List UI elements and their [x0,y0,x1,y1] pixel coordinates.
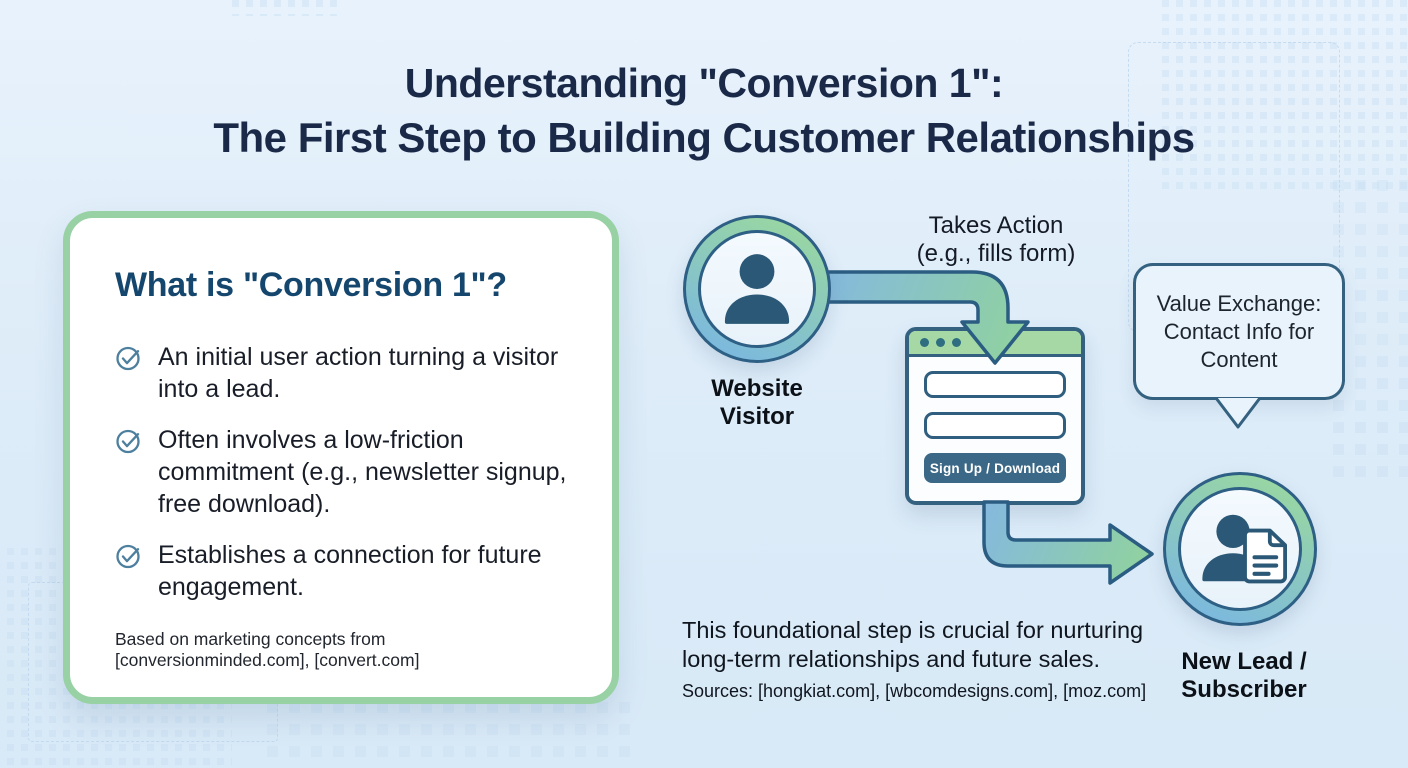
value-exchange-bubble: Value Exchange: Contact Info for Content [1133,263,1345,400]
lead-label-line2: Subscriber [1181,676,1307,703]
card-footnote: Based on marketing concepts from [conver… [115,629,572,671]
list-item: An initial user action turning a visitor… [115,341,572,405]
list-item-text: Often involves a low-friction commitment… [158,426,567,518]
avatar-inner-circle [698,230,816,348]
signup-download-button: Sign Up / Download [924,453,1066,483]
person-icon [724,254,790,324]
check-circle-icon [116,544,140,569]
sources-line: Sources: [hongkiat.com], [wbcomdesigns.c… [682,681,1147,701]
page-title-line2: The First Step to Building Customer Rela… [213,114,1195,161]
card-heading: What is "Conversion 1"? [115,266,507,304]
card-footnote-line2: [conversionminded.com], [convert.com] [115,650,420,670]
lead-label-line1: New Lead / [1181,648,1307,675]
circuit-pattern-top-left [225,0,340,16]
visitor-label-line1: Website [711,375,803,402]
document-icon [1243,528,1287,584]
caption-line1: Takes Action [928,212,1064,239]
arrow-form-to-lead [982,500,1154,585]
new-lead-label: New Lead / Subscriber [1144,648,1344,704]
list-item: Often involves a low-friction commitment… [115,424,572,520]
list-item-text: Establishes a connection for future enga… [158,541,542,601]
window-dot-icon [952,338,961,347]
closing-statement-line2: long-term relationships and future sales… [682,646,1100,672]
form-input-field-2 [924,412,1066,439]
browser-titlebar [909,331,1081,357]
website-visitor-avatar [683,215,831,363]
list-item: Establishes a connection for future enga… [115,539,572,603]
page-title: Understanding "Conversion 1": The First … [0,57,1408,165]
definition-card: What is "Conversion 1"? An initial user … [63,211,619,704]
caption-line2: (e.g., fills form) [916,240,1076,267]
closing-statement: This foundational step is crucial for nu… [682,616,1192,674]
closing-statement-line1: This foundational step is crucial for nu… [682,617,1144,643]
bubble-line3: Content [1200,346,1278,372]
circuit-pattern-bottom-center [256,702,636,768]
bubble-line1: Value Exchange: [1156,290,1322,316]
window-dot-icon [936,338,945,347]
new-lead-avatar [1163,472,1317,626]
page-title-line1: Understanding "Conversion 1": [404,60,1004,106]
bubble-tail [1214,398,1262,429]
window-dot-icon [920,338,929,347]
bubble-line2: Contact Info for [1163,318,1315,344]
avatar-inner-circle [1178,487,1302,611]
card-footnote-line1: Based on marketing concepts from [115,629,386,649]
form-input-field-1 [924,371,1066,398]
website-visitor-label: Website Visitor [657,375,857,431]
visitor-label-line2: Visitor [719,403,795,430]
list-item-text: An initial user action turning a visitor… [158,343,559,403]
signup-form-window: Sign Up / Download [905,327,1085,505]
check-circle-icon [116,429,140,454]
check-circle-icon [116,346,140,371]
takes-action-caption: Takes Action (e.g., fills form) [880,212,1112,268]
form-body: Sign Up / Download [909,357,1081,483]
